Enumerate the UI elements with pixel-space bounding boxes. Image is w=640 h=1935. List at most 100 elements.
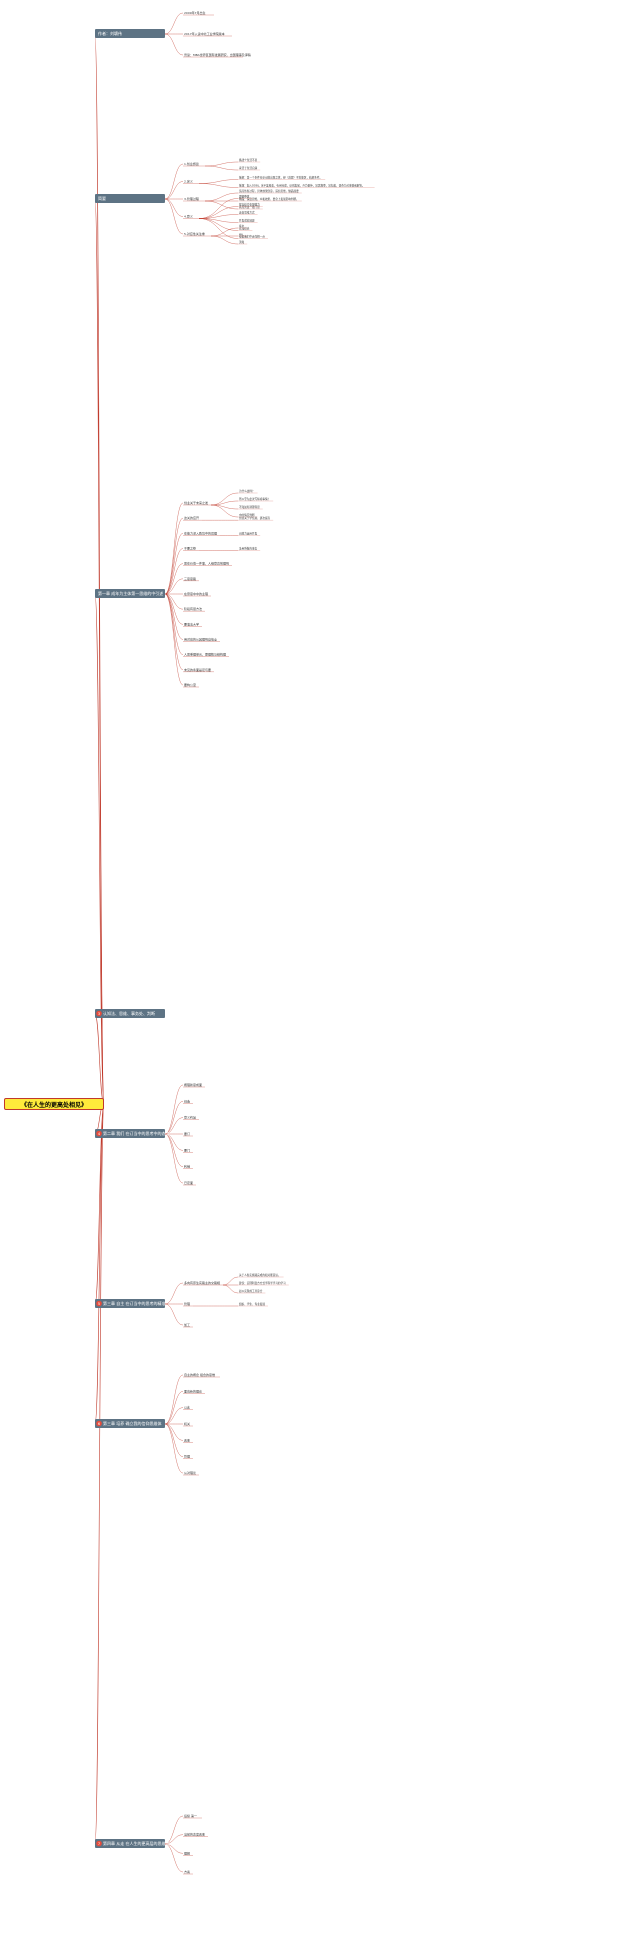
branch-box [95, 1129, 165, 1138]
edge-line [210, 235, 239, 245]
branch-node[interactable]: 第一章 成年为主体第一思维的中引述 [95, 589, 165, 598]
edge-line [164, 198, 184, 217]
child-node-label: 创造 [184, 1098, 190, 1103]
edge-line [210, 227, 239, 237]
branch-label: 第四章 从走 在人生的更高层的思维体 [103, 1840, 170, 1846]
leaf-node-label: 物品：深度思维，众和效果，要念上发展影响判断。 [239, 197, 299, 201]
child-node-label: 要构公室 [184, 682, 196, 687]
child-node-label: 思在价值一件事，人组意高效理到 [184, 561, 229, 566]
edge-line [164, 181, 184, 200]
branch-node[interactable]: 作者：刘墉伟 [95, 29, 165, 38]
child-node-label: 从对理论 [184, 1470, 196, 1475]
leaf-node-label: 开发成就展建 [239, 219, 255, 223]
branch-label: 认知法、思维、事务处、判断 [103, 1010, 155, 1016]
number-badge-label: 6 [98, 1422, 100, 1426]
child-node-label: 方案 [184, 1869, 190, 1874]
edge-line [94, 1103, 105, 1425]
edge-line [94, 1103, 105, 1305]
child-node-label: 创业关于未来之发 [184, 500, 208, 505]
leaf-node-label: 中的情况判断 [239, 513, 255, 517]
child-node-label: 人思重理单元，更理数与结构理 [184, 652, 226, 657]
leaf-node-label: 多用所做的事去 [239, 547, 258, 551]
leaf-node-label: 根据我们中走向相一点 [239, 235, 265, 239]
number-badge-label: 3 [98, 1012, 100, 1016]
child-node-label: 自主的概念 组合的思维 [184, 1372, 215, 1377]
edge-line [164, 1843, 184, 1854]
child-node-label: 阶段有层方法 [184, 606, 202, 611]
leaf-node-label: 适应性各过程，具体效果创意，深信思维，做品展要 [239, 189, 299, 193]
child-node-label: 5.对应性关注重 [184, 231, 205, 236]
edge-line [164, 593, 184, 625]
leaf-node-label: 建议：实理利变方方式学科学学习的学习 [239, 1281, 286, 1285]
edge-line [164, 517, 184, 595]
number-badge-label: 7 [98, 1842, 100, 1846]
edge-line [164, 1117, 184, 1135]
edge-line [164, 1133, 184, 1151]
child-node-label: 要准法大学 [184, 621, 199, 626]
child-node-label: 面向新的理论 [184, 1388, 202, 1393]
branch-box [95, 194, 165, 203]
child-node-label: 这关的应开 [184, 515, 199, 520]
leaf-node-label: 挑战个生活不易 [239, 158, 258, 162]
branch-box [95, 1839, 165, 1848]
child-node-label: 加工 [184, 1322, 190, 1327]
edge-line [164, 1843, 184, 1873]
edge-line [198, 179, 239, 184]
child-node-label: 概理新思成面 [184, 1082, 202, 1087]
edge-line [164, 502, 184, 595]
child-node-label: 要订 [184, 1131, 190, 1136]
edge-line [198, 206, 239, 219]
child-node-label: 1.创业旅途 [184, 161, 199, 166]
leaf-node-label: 青涩于生活自满 [239, 166, 258, 170]
child-node-label: 2009年7月出生 [184, 10, 206, 15]
edge-line [164, 198, 184, 235]
root-node[interactable]: 《在人生的更高处相见》 [4, 1098, 104, 1110]
leaf-node-label: 识能力运用开发 [239, 531, 258, 535]
leaf-node-label: 改变思维方式 [239, 211, 255, 215]
child-node-label: 改变 [184, 1437, 190, 1442]
edge-line [164, 1391, 184, 1425]
child-node-label: 理解 [184, 1850, 190, 1855]
edge-line [164, 1133, 184, 1167]
leaf-node-label: 拆解：第一个条件时论可能出现之体，经（道理）不准能区，结解条件。 [239, 176, 322, 180]
edge-line [210, 504, 239, 518]
edge-line [198, 214, 239, 219]
leaf-node-label: 先局势这一技门思 [239, 205, 260, 209]
child-node-label: 当前的态度改变 [184, 1832, 205, 1837]
branch-label: 第一章 成年为主体第一思维的中引述 [98, 590, 163, 596]
edge-line [204, 200, 239, 210]
leaf-node-label: 提高结合变现能力 [239, 203, 260, 207]
branch-label: 作者：刘墉伟 [98, 30, 122, 36]
edge-line [164, 533, 184, 595]
edge-line [164, 593, 184, 686]
edge-line [164, 1815, 184, 1845]
child-node-label: 3.管理过程 [184, 196, 199, 201]
child-node-label: 2.定义 [184, 179, 193, 184]
leaf-node-label: 客户 [239, 224, 245, 228]
leaf-node-label: 流和 [239, 240, 245, 244]
edge-line [164, 1303, 184, 1326]
child-node-label: 多向有原生实路主的交路相 [184, 1280, 220, 1285]
branch-label: 第二章 我们 在订当中的思考中的态度 [103, 1130, 170, 1136]
mindmap-edges [94, 12, 239, 1873]
number-badge-icon [96, 1840, 102, 1847]
branch-box [95, 1299, 165, 1308]
child-node-label: 意义约旨 [184, 1115, 196, 1120]
child-node-label: 曾读：MBA世界区国际发展研究、出国理事及译稿 [184, 52, 251, 57]
edge-line [164, 1423, 184, 1474]
branch-box [95, 589, 165, 598]
branch-node[interactable]: 简要 [95, 194, 165, 203]
child-node-label: 三思思路 [184, 576, 196, 581]
edge-line [164, 12, 184, 35]
edge-line [164, 1407, 184, 1425]
leaf-node-label: 如以实现成工具意合 [239, 1289, 263, 1293]
edge-line [164, 1834, 184, 1845]
leaf-node-label: 不知如何调理得思 [239, 505, 260, 509]
edge-line [198, 183, 239, 188]
edge-line [164, 1101, 184, 1135]
